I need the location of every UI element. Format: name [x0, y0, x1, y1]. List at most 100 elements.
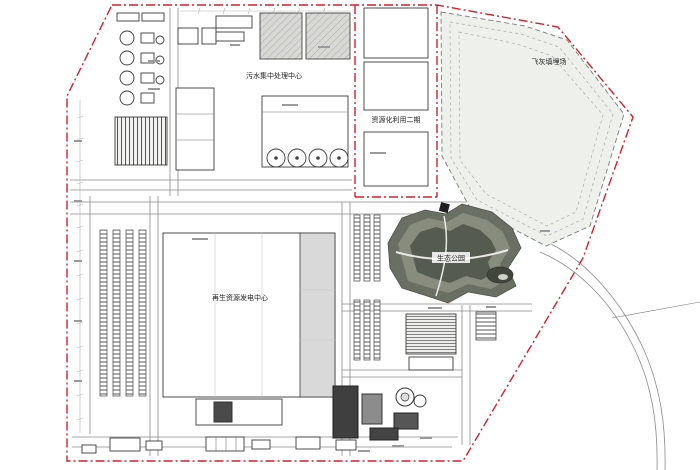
small-annotations: [74, 44, 550, 452]
tank-circle: [119, 50, 135, 66]
parking-strip: [99, 229, 108, 397]
parking-center: [353, 214, 381, 361]
landfill-contour-2: [458, 31, 604, 227]
road-curve-outer: [539, 251, 658, 470]
park-pavilion: [438, 202, 450, 214]
annotation-mark: [74, 380, 82, 382]
small-building: [145, 440, 163, 451]
annotation-mark: [318, 46, 330, 48]
rack-building: [114, 116, 168, 166]
road-vertical-east: [461, 305, 471, 445]
power-center-grid-lines: [214, 233, 335, 397]
gatehouse-bays: [215, 437, 237, 451]
dark-building: [393, 412, 419, 430]
small-building: [177, 27, 199, 45]
annotation-mark: [74, 200, 82, 202]
clarifier-center-dot: [295, 156, 299, 160]
small-building: [109, 437, 141, 452]
workshop-division-lines: [176, 113, 214, 141]
parking-strip: [112, 229, 121, 397]
south-row-buildings: [81, 436, 321, 454]
south-utility-cluster: [332, 385, 427, 451]
tank-circle: [119, 90, 135, 106]
clarifier-center-dot: [337, 156, 341, 160]
landfill-outline: [440, 11, 625, 247]
dimension-lines: [76, 7, 350, 433]
annotation-mark: [370, 152, 386, 154]
workshop-cluster: [175, 15, 253, 171]
annotation-mark: [428, 307, 442, 309]
label-resource-phase2: 资源化利用二期: [372, 115, 421, 124]
tank-equipment-box: [140, 72, 155, 84]
wastewater-cluster: 污水集中处理中心: [246, 12, 351, 168]
small-building: [295, 436, 321, 450]
parking-strip: [138, 229, 147, 397]
road-horizontal-lower: [342, 369, 462, 378]
small-building: [408, 356, 454, 371]
dimension-ticks-left: [76, 115, 84, 421]
annotation-mark: [282, 104, 298, 106]
parking-west: [99, 229, 147, 397]
site-boundary: [66, 4, 634, 462]
annotation-mark: [192, 238, 208, 240]
gatehouse-building: [205, 436, 245, 452]
parking-strip: [373, 214, 381, 282]
hatched-basin: [305, 12, 351, 60]
annotation-mark: [392, 445, 404, 447]
parking-strip: [363, 299, 371, 361]
dark-building: [369, 427, 399, 441]
power-center-dark-unit: [213, 401, 233, 423]
parking-strip: [125, 229, 134, 397]
annotation-box: [116, 12, 140, 22]
label-power-center: 再生资源发电中心: [212, 293, 268, 302]
tank-farm-cluster: [114, 12, 168, 166]
tank-circle: [119, 30, 135, 46]
workshop-building: [175, 87, 215, 171]
eco-park: 生态公园: [387, 202, 522, 304]
label-fly-ash-landfill: 飞灰填埋场: [532, 57, 567, 66]
road-curve-inner: [548, 242, 666, 470]
hatched-basin: [259, 12, 303, 60]
label-wastewater-center: 污水集中处理中心: [246, 71, 302, 80]
resource-phase2-block: 资源化利用二期: [363, 7, 429, 187]
silo-circle: [413, 394, 427, 408]
resource-building: [363, 7, 429, 59]
parking-strip: [373, 299, 381, 361]
small-tank-circle: [155, 35, 165, 45]
tank-equipment-box: [140, 32, 155, 44]
dimension-ticks-top: [197, 7, 326, 15]
parking-strip: [353, 214, 361, 282]
small-tank-circle: [155, 75, 165, 85]
annotation-mark: [358, 450, 370, 452]
pond-island: [498, 274, 508, 280]
annotation-mark: [540, 230, 550, 232]
annotation-mark: [148, 88, 160, 90]
louvre-building: [405, 313, 457, 355]
annotation-mark: [486, 306, 496, 308]
small-building: [81, 444, 97, 454]
clarifier-center-dot: [316, 156, 320, 160]
small-building: [215, 15, 253, 29]
annotation-mark: [148, 60, 160, 62]
tank-circle: [119, 70, 135, 86]
southeast-buildings: [405, 311, 497, 371]
small-building: [215, 31, 245, 42]
tank-equipment-box: [140, 92, 155, 104]
annotation-mark: [74, 320, 82, 322]
clarifier-center-dot: [274, 156, 278, 160]
tank-equipment-box: [140, 52, 155, 64]
dark-striped-building: [332, 385, 359, 439]
annotation-mark: [74, 260, 82, 262]
annotation-box: [141, 12, 165, 22]
resource-building: [363, 61, 429, 111]
road-horizontal-upper: [70, 179, 352, 191]
road-spur-east: [611, 301, 700, 319]
power-center-annex: [195, 398, 283, 426]
power-center-shaded-bay: [299, 232, 336, 398]
small-building: [251, 439, 271, 450]
boundary-outline: [66, 4, 634, 462]
fly-ash-landfill: 飞灰填埋场: [440, 11, 625, 247]
annotation-mark: [74, 140, 82, 142]
